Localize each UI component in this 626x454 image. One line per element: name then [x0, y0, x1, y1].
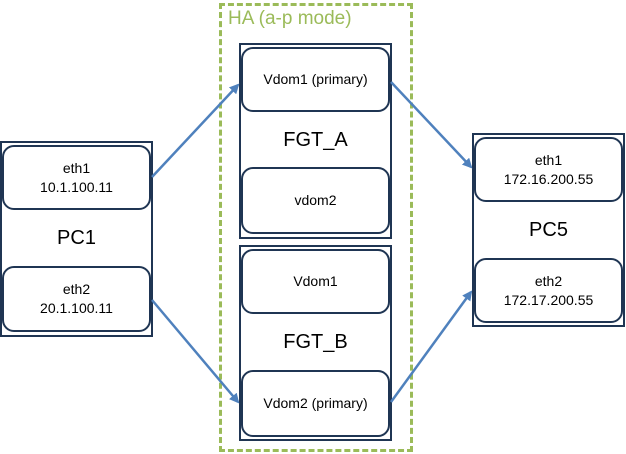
arrow-pc1-eth2-to-fgt-b-vdom2 [151, 299, 240, 404]
fgt-a-vdom2: vdom2 [241, 167, 390, 234]
pc5-eth1-name: eth1 [534, 151, 563, 168]
arrow-fgt-b-vdom2-to-pc5-eth2 [389, 290, 473, 403]
pc5-eth2-name: eth2 [534, 272, 563, 289]
pc5-eth1-ip: 172.16.200.55 [503, 170, 594, 187]
pc5-eth2-ip: 172.17.200.55 [503, 291, 594, 308]
pc1-label: PC1 [57, 227, 96, 249]
fgt-b-vdom1-label: Vdom1 [293, 273, 338, 290]
pc1-eth1-ip: 10.1.100.11 [40, 178, 113, 195]
pc1-eth2-ip: 20.1.100.11 [40, 300, 113, 316]
fgt-b-vdom2: Vdom2 (primary) [241, 370, 390, 437]
fgt-b-vdom2-label: Vdom2 (primary) [263, 395, 368, 412]
pc1-eth2-port: eth2 20.1.100.11 [2, 266, 151, 332]
pc5-eth2-port: eth2 172.17.200.55 [474, 258, 623, 323]
fgt-a-vdom1-label: Vdom1 (primary) [263, 71, 368, 88]
pc5-eth1-port: eth1 172.16.200.55 [474, 137, 623, 202]
ha-group-label: HA (a-p mode) [228, 8, 352, 29]
fgt-b-label: FGT_B [283, 331, 348, 353]
pc1-eth1-port: eth1 10.1.100.11 [2, 145, 151, 210]
pc5-label: PC5 [529, 219, 568, 241]
arrow-pc1-eth1-to-fgt-a-vdom1 [151, 83, 240, 178]
fgt-a-label: FGT_A [283, 129, 348, 151]
fgt-a-vdom2-label: vdom2 [294, 192, 337, 209]
arrow-fgt-a-vdom1-to-pc5-eth1 [390, 81, 473, 169]
fgt-a-vdom1: Vdom1 (primary) [241, 47, 390, 112]
ha-group-frame [219, 3, 413, 452]
pc1-eth2-name: eth2 [62, 281, 91, 298]
fgt-b-vdom1: Vdom1 [241, 249, 390, 314]
pc1-eth1-name: eth1 [62, 159, 91, 176]
